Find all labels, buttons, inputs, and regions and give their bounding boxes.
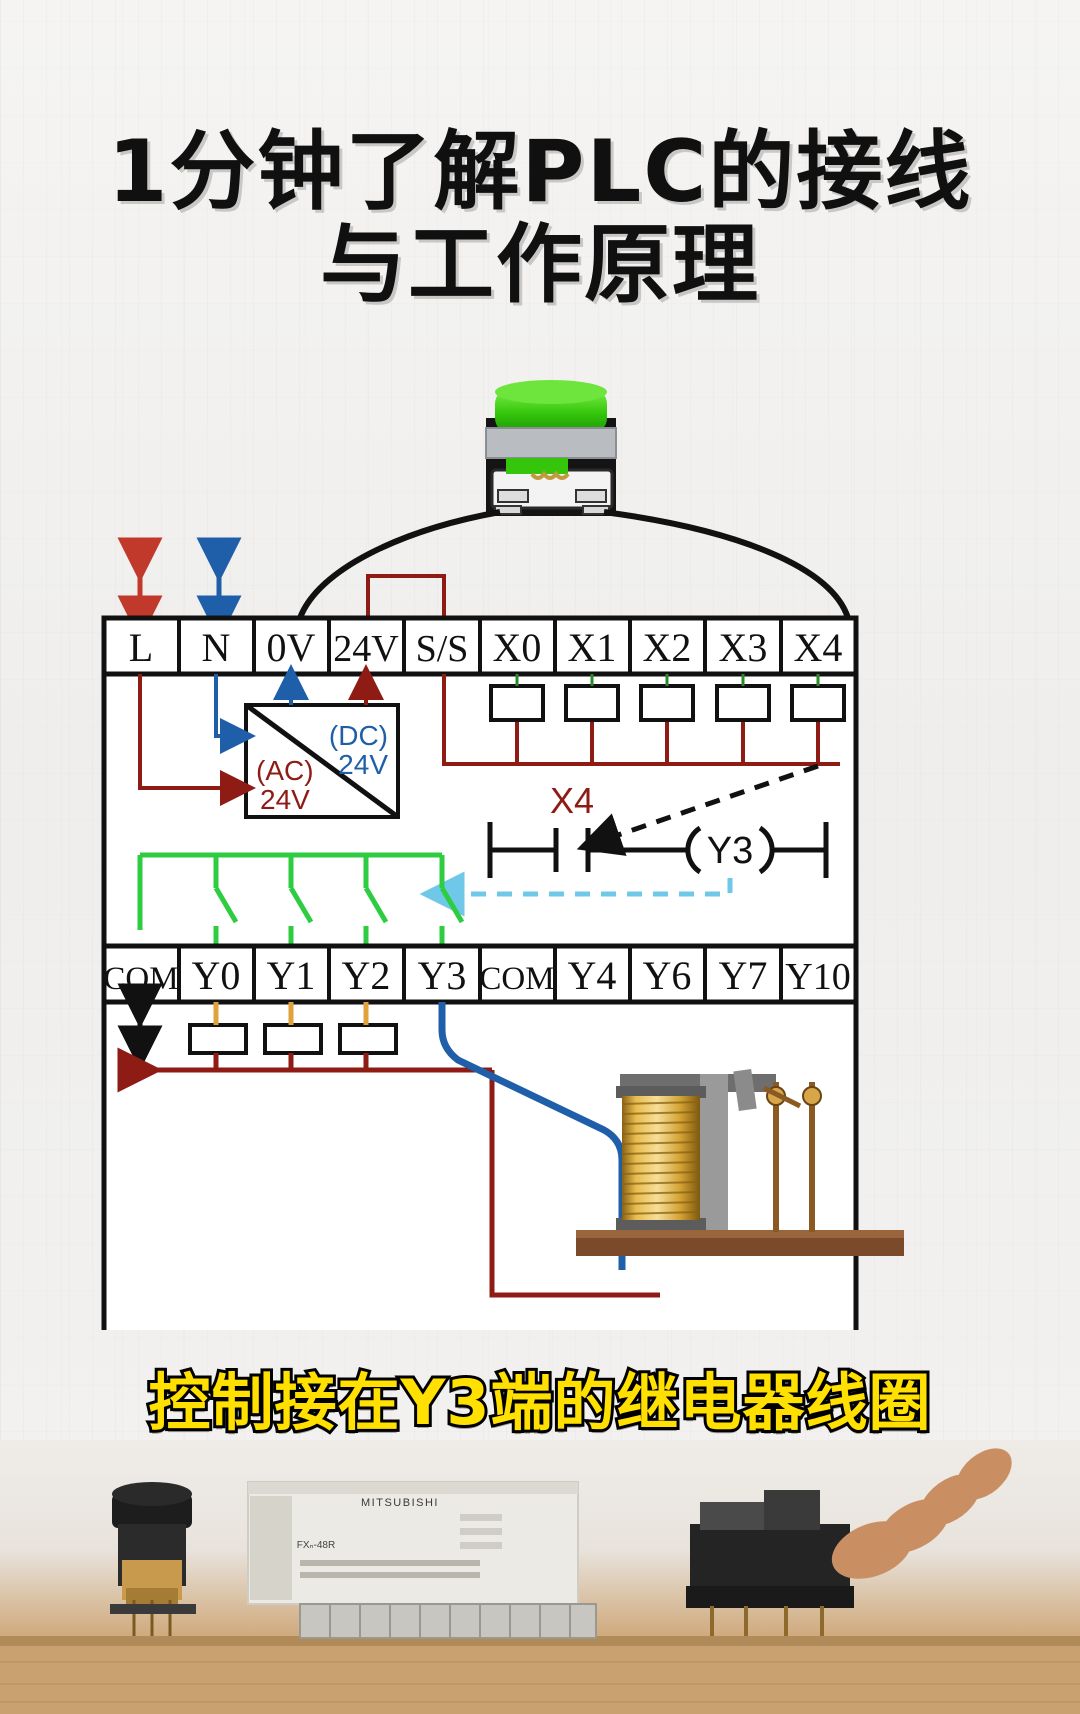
plc-wiring-diagram: L N 0V 24V S/S X0 X1 X2 X3 X4 (DC) 24V (…	[101, 380, 904, 1330]
ps-dc-label: (DC)	[329, 720, 388, 751]
output-load-wiring	[117, 983, 660, 1298]
terminal-label-X0: X0	[493, 625, 542, 670]
terminal-label-COM-2: COM	[479, 961, 554, 997]
title-line-2: 与工作原理	[320, 214, 760, 315]
ps-dc-value: 24V	[338, 749, 388, 780]
title-line-1: 1分钟了解PLC的接线	[107, 122, 973, 222]
power-supply-block: (DC) 24V (AC) 24V	[244, 702, 400, 820]
input-bus	[442, 674, 840, 766]
ac-neutral-wire	[214, 674, 256, 754]
terminal-label-Y10: Y10	[785, 956, 850, 998]
relay-coil-icon	[576, 1068, 904, 1256]
terminal-label-Y1: Y1	[267, 953, 316, 998]
terminal-label-X1: X1	[568, 625, 617, 670]
terminal-label-Y6: Y6	[643, 953, 692, 998]
terminal-label-X4: X4	[794, 625, 843, 670]
y3-signal-arrow	[419, 871, 733, 917]
input-opto-modules	[489, 674, 846, 722]
plc-top-terminal-row: L N 0V 24V S/S X0 X1 X2 X3 X4	[101, 615, 859, 677]
ps-ac-value: 24V	[260, 784, 310, 815]
terminal-label-COM-1: COM	[103, 961, 178, 997]
ac-live-wire	[138, 674, 256, 806]
photo-relay	[686, 1448, 1012, 1636]
output-relay-contacts	[137, 852, 465, 946]
page-title: 1分钟了解PLC的接线 与工作原理	[0, 128, 1080, 309]
terminal-label-0V: 0V	[267, 625, 316, 670]
terminal-label-L: L	[129, 625, 153, 670]
ladder-coil-label: Y3	[707, 830, 753, 872]
plc-bottom-terminal-row: COM Y0 Y1 Y2 Y3 COM Y4 Y6 Y7 Y10	[101, 943, 859, 1005]
terminal-label-Y0: Y0	[192, 953, 241, 998]
plc-brand-label: MITSUBISHI	[361, 1497, 439, 1509]
terminal-label-Y3: Y3	[418, 953, 467, 998]
pushbutton-wires	[297, 509, 851, 620]
plc-model-label: FXₙ-48R	[297, 1540, 335, 1551]
photo-plc-unit: MITSUBISHI FXₙ-48R	[247, 1481, 597, 1639]
caption-text: 控制接在Y3端的继电器线圈	[145, 1363, 933, 1442]
ss-jumper-wire	[366, 574, 446, 618]
terminal-label-X3: X3	[719, 625, 768, 670]
terminal-label-SS: S/S	[416, 628, 469, 670]
terminal-label-N: N	[202, 625, 231, 670]
terminal-label-X2: X2	[643, 625, 692, 670]
ladder-contact-label: X4	[550, 780, 594, 821]
x4-signal-arrow	[576, 763, 819, 856]
terminal-label-Y7: Y7	[719, 953, 768, 998]
green-pushbutton-icon	[485, 380, 617, 516]
terminal-label-Y2: Y2	[342, 953, 391, 998]
ps-ac-label: (AC)	[256, 755, 314, 786]
terminal-label-24V: 24V	[333, 628, 399, 670]
bottom-photo-strip: MITSUBISHI FXₙ-48R	[0, 1440, 1080, 1714]
photo-pushbutton	[110, 1482, 196, 1636]
terminal-label-Y4: Y4	[568, 953, 617, 998]
ladder-diagram: X4 Y3	[487, 780, 829, 878]
caption-banner: 控制接在Y3端的继电器线圈	[0, 1352, 1080, 1442]
